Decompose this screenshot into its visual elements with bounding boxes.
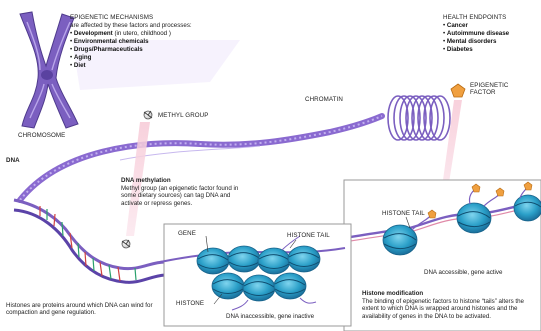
epigenetic-mechanisms-title: EPIGENETIC MECHANISMS: [70, 14, 153, 21]
health-endpoint-item: • Diabetes: [443, 46, 509, 54]
methyl-group-label: METHYL GROUP: [158, 112, 208, 119]
mechanism-item: • Aging: [70, 54, 171, 62]
gene-label: GENE: [178, 230, 196, 237]
epigenetic-mechanisms-subtitle: are affected by these factors and proces…: [70, 22, 192, 29]
dna-label: DNA: [6, 157, 20, 164]
health-endpoint-item: • Cancer: [443, 22, 509, 30]
dna-accessible-caption: DNA accessible, gene active: [424, 269, 502, 276]
chromosome-label: CHROMOSOME: [18, 132, 65, 139]
health-endpoint-item: • Mental disorders: [443, 38, 509, 46]
histone-label: HISTONE: [176, 300, 204, 307]
mechanism-item: • Drugs/Pharmaceuticals: [70, 46, 171, 54]
health-endpoint-item: • Autoimmune disease: [443, 30, 509, 38]
chromatin-coil: [388, 96, 450, 140]
health-endpoints-list: • Cancer • Autoimmune disease • Mental d…: [443, 22, 509, 54]
epigenetic-factor-icon: [451, 84, 465, 97]
epigenetic-factor-label-line2: FACTOR: [470, 89, 496, 96]
mechanism-item: • Diet: [70, 62, 171, 70]
health-endpoints-title: HEALTH ENDPOINTS: [443, 14, 506, 21]
epigenetic-mechanisms-list: • Development (in utero, childhood ) • E…: [70, 30, 171, 70]
methyl-group-legend-icon: [144, 111, 152, 119]
dna-methylation-title: DNA methylation: [121, 177, 171, 184]
dna-methylation-body: Methyl group (an epigenetic factor found…: [121, 185, 249, 207]
histones-note: Histones are proteins around which DNA c…: [6, 302, 156, 317]
histone-tail-right-label: HISTONE TAIL: [382, 210, 425, 217]
dna-inaccessible-caption: DNA inaccessible, gene inactive: [226, 313, 314, 320]
mechanism-item: • Environmental chemicals: [70, 38, 171, 46]
histone-modification-title: Histone modification: [362, 290, 423, 297]
chromatin-label: CHROMATIN: [305, 96, 343, 103]
histone-modification-body: The binding of epigenetic factors to his…: [362, 298, 537, 320]
dna-double-helix: [14, 200, 165, 282]
mechanism-item: • Development (in utero, childhood ): [70, 30, 171, 38]
histone-tail-inset-label: HISTONE TAIL: [287, 232, 330, 239]
methyl-group-icon: [122, 240, 130, 248]
